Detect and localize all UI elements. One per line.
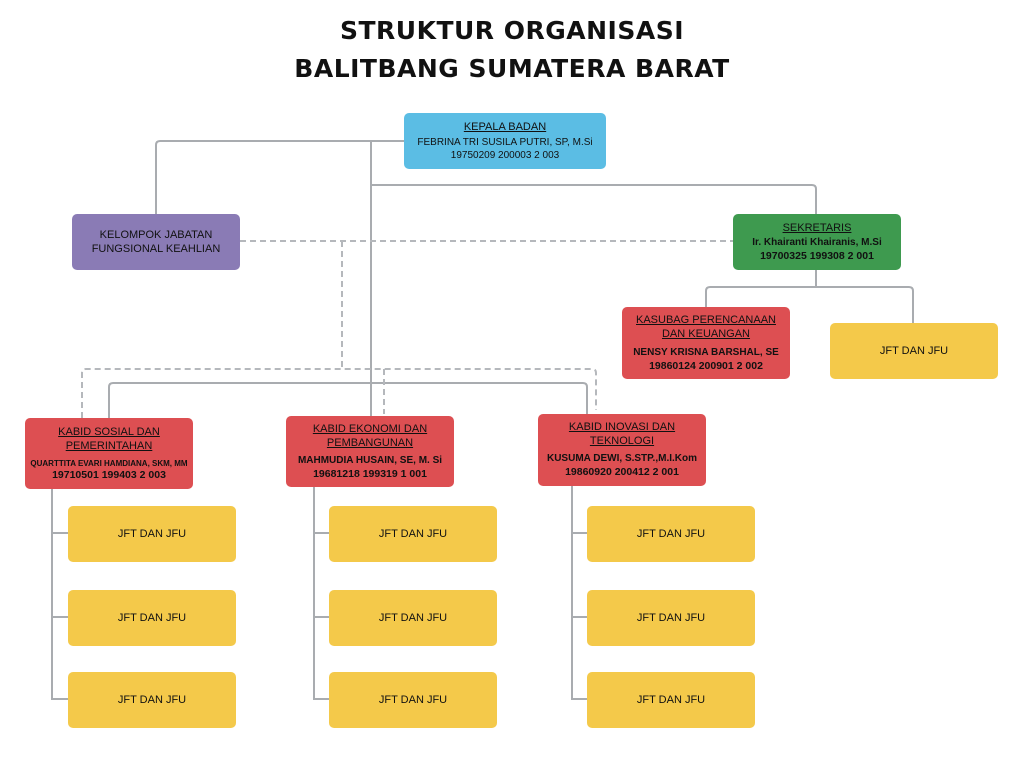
node-kabid-ekonomi-pembangunan[interactable]: KABID EKONOMI DAN PEMBANGUNAN MAHMUDIA H… bbox=[286, 416, 454, 487]
connector-sekretaris-children bbox=[705, 286, 914, 323]
role-label-line1: KABID EKONOMI DAN bbox=[312, 422, 428, 435]
staff-label: JFT DAN JFU bbox=[117, 527, 187, 540]
node-sekretaris[interactable]: SEKRETARIS Ir. Khairanti Khairanis, M.Si… bbox=[733, 214, 901, 270]
staff-label: JFT DAN JFU bbox=[117, 611, 187, 624]
label-line2: FUNGSIONAL KEAHLIAN bbox=[91, 243, 221, 255]
role-label: SEKRETARIS bbox=[782, 221, 852, 234]
person-name: FEBRINA TRI SUSILA PUTRI, SP, M.Si bbox=[417, 136, 593, 148]
chart-title-line1: STRUKTUR ORGANISASI bbox=[339, 16, 685, 45]
person-nip: 19860920 200412 2 001 bbox=[565, 466, 679, 479]
person-nip: 19700325 199308 2 001 bbox=[760, 249, 874, 262]
node-kepala-badan[interactable]: KEPALA BADAN FEBRINA TRI SUSILA PUTRI, S… bbox=[404, 113, 606, 169]
role-label-line2: TEKNOLOGI bbox=[589, 435, 655, 448]
node-kabid3-staff-3[interactable]: JFT DAN JFU bbox=[587, 672, 755, 728]
role-label-line1: KABID INOVASI DAN bbox=[568, 421, 676, 434]
staff-label: JFT DAN JFU bbox=[636, 693, 706, 706]
dashed-functional-bar bbox=[81, 368, 597, 418]
role-label-line2: PEMBANGUNAN bbox=[326, 436, 414, 449]
node-kelompok-jabatan-fungsional[interactable]: KELOMPOK JABATAN FUNGSIONAL KEAHLIAN bbox=[72, 214, 240, 270]
person-nip: 19860124 200901 2 002 bbox=[649, 359, 763, 372]
staff-label: JFT DAN JFU bbox=[378, 527, 448, 540]
role-label: KEPALA BADAN bbox=[463, 120, 547, 133]
person-nip: 19710501 199403 2 003 bbox=[52, 468, 166, 481]
staff-label: JFT DAN JFU bbox=[117, 693, 187, 706]
node-sekretariat-jft-jfu[interactable]: JFT DAN JFU bbox=[830, 323, 998, 379]
staff-label: JFT DAN JFU bbox=[378, 611, 448, 624]
chart-title-line2: BALITBANG SUMATERA BARAT bbox=[294, 54, 730, 83]
person-name: NENSY KRISNA BARSHAL, SE bbox=[633, 346, 779, 358]
person-name: QUARTTITA EVARI HAMDIANA, SKM, MM bbox=[30, 458, 188, 468]
connector-kabid3-staff bbox=[571, 486, 587, 700]
staff-label: JFT DAN JFU bbox=[879, 344, 949, 357]
node-kabid1-staff-1[interactable]: JFT DAN JFU bbox=[68, 506, 236, 562]
person-name: Ir. Khairanti Khairanis, M.Si bbox=[752, 236, 882, 248]
role-label-line2: DAN KEUANGAN bbox=[661, 327, 751, 340]
node-kabid2-staff-1[interactable]: JFT DAN JFU bbox=[329, 506, 497, 562]
node-kabid2-staff-3[interactable]: JFT DAN JFU bbox=[329, 672, 497, 728]
node-kabid-inovasi-teknologi[interactable]: KABID INOVASI DAN TEKNOLOGI KUSUMA DEWI,… bbox=[538, 414, 706, 486]
person-nip: 19681218 199319 1 001 bbox=[313, 467, 427, 480]
role-label-line1: KABID SOSIAL DAN bbox=[58, 425, 160, 438]
staff-label: JFT DAN JFU bbox=[636, 611, 706, 624]
node-kabid1-staff-2[interactable]: JFT DAN JFU bbox=[68, 590, 236, 646]
connector-kepala-sekretaris bbox=[371, 184, 817, 214]
node-kabid-sosial-pemerintahan[interactable]: KABID SOSIAL DAN PEMERINTAHAN QUARTTITA … bbox=[25, 418, 193, 489]
staff-label: JFT DAN JFU bbox=[636, 527, 706, 540]
node-kabid3-staff-2[interactable]: JFT DAN JFU bbox=[587, 590, 755, 646]
role-label-line2: PEMERINTAHAN bbox=[65, 439, 153, 452]
node-kasubag-perencanaan-keuangan[interactable]: KASUBAG PERENCANAAN DAN KEUANGAN NENSY K… bbox=[622, 307, 790, 379]
node-kabid1-staff-3[interactable]: JFT DAN JFU bbox=[68, 672, 236, 728]
person-name: MAHMUDIA HUSAIN, SE, M. Si bbox=[297, 454, 443, 466]
connector-kabid-bar bbox=[108, 382, 588, 418]
person-name: KUSUMA DEWI, S.STP.,M.I.Kom bbox=[546, 453, 697, 465]
node-kabid2-staff-2[interactable]: JFT DAN JFU bbox=[329, 590, 497, 646]
node-kabid3-staff-1[interactable]: JFT DAN JFU bbox=[587, 506, 755, 562]
connector-kepala-kelompok bbox=[155, 140, 404, 214]
staff-label: JFT DAN JFU bbox=[378, 693, 448, 706]
role-label-line1: KASUBAG PERENCANAAN bbox=[636, 313, 776, 326]
label-line1: KELOMPOK JABATAN bbox=[99, 228, 213, 241]
connector-kabid1-staff bbox=[51, 488, 68, 700]
person-nip: 19750209 200003 2 003 bbox=[450, 149, 560, 161]
connector-kabid2-staff bbox=[313, 487, 329, 700]
